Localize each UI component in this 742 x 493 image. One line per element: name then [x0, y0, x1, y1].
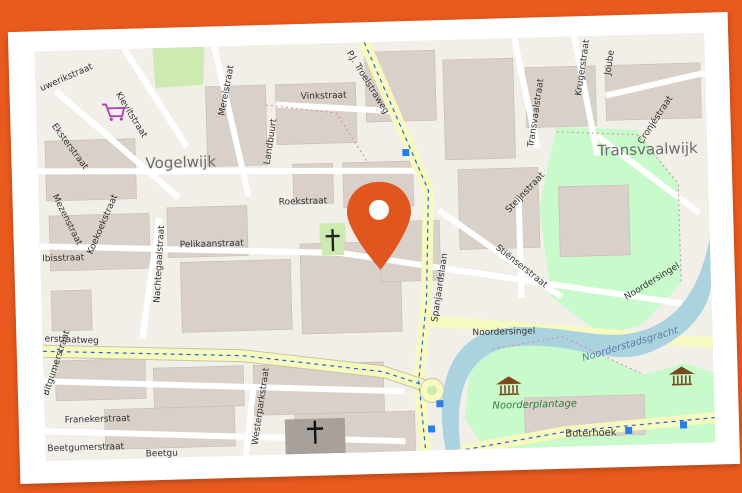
shop-icon[interactable] — [101, 103, 126, 121]
street-label: erstraatweg — [44, 334, 99, 346]
street-label: Boterhoek — [565, 427, 617, 439]
park-label: Noorderplantage — [492, 398, 577, 411]
neighborhood-label-vogelwijk: Vogelwijk — [145, 152, 216, 172]
bus-stop-icon[interactable] — [402, 141, 688, 440]
street-label: Joube — [603, 49, 617, 77]
map-card: Vogelwijk Transvaalwijk uwerikstraat Kie… — [7, 12, 741, 484]
museum-icon[interactable] — [668, 366, 695, 386]
street-label: Ibisstraat — [42, 253, 85, 264]
church-icon[interactable] — [284, 417, 346, 455]
street-label: Beetgu — [146, 449, 178, 460]
church-icon[interactable] — [321, 226, 345, 256]
museum-icon[interactable] — [495, 376, 522, 396]
map-viewport[interactable]: Vogelwijk Transvaalwijk uwerikstraat Kie… — [34, 32, 716, 462]
boundary-lines — [265, 104, 682, 375]
major-road-edges — [42, 344, 440, 397]
map-canvas[interactable]: Vogelwijk Transvaalwijk uwerikstraat Kie… — [34, 32, 716, 462]
street-label: Noordersingel — [472, 327, 535, 339]
street-label: Beetgumerstraat — [47, 442, 124, 454]
bus-routes — [42, 41, 715, 451]
map-marker-icon[interactable] — [346, 181, 412, 271]
street-label: Vinkstraat — [301, 91, 348, 102]
canal — [441, 237, 712, 451]
street-label: Nachtegaalstraat — [152, 225, 167, 304]
neighborhood-label-transvaalwijk: Transvaalwijk — [596, 139, 698, 160]
buildings — [44, 49, 702, 455]
street-label: Franekerstraat — [65, 414, 131, 426]
street-label: Pelikaanstraat — [180, 239, 245, 251]
street-label: Roekstraat — [279, 196, 328, 207]
